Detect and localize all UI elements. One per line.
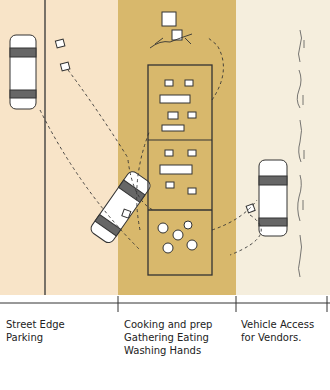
zone-label: Cooking and prep Gathering Eating Washin…: [124, 318, 214, 357]
zone-label: Street Edge Parking: [6, 318, 98, 344]
zone-label: Vehicle Access for Vendors.: [241, 318, 325, 344]
